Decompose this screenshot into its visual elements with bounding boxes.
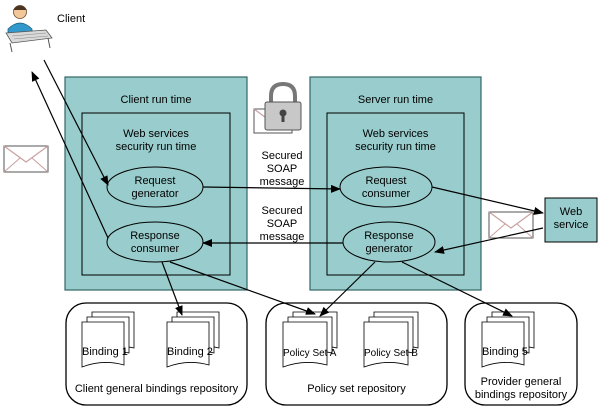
server-security-runtime-title-2: security run time: [355, 141, 436, 153]
arrow-client-to-request-generator: [43, 59, 109, 186]
flow-arrows: [31, 59, 544, 317]
request-consumer-label-1: Request: [365, 175, 407, 187]
response-consumer-label-1: Response: [130, 230, 180, 242]
response-generator-label-1: Response: [364, 230, 414, 242]
policy-set-b-label: Policy Set B: [364, 348, 418, 359]
secured-soap-message-top-1: Secured: [261, 150, 303, 162]
web-service-label-2: service: [553, 219, 589, 231]
secured-soap-message-bottom-1: Secured: [261, 205, 303, 217]
provider-repository-label-2: bindings repository: [474, 389, 568, 401]
arrow-web-service-to-response-generator: [434, 227, 544, 254]
envelope-icon-left: [3, 145, 49, 173]
binding-5-label: Binding 5: [482, 346, 528, 358]
binding-2-document-icon: [166, 311, 220, 368]
response-consumer-label-2: consumer: [130, 243, 180, 255]
binding-5-document-icon: [481, 311, 535, 368]
secured-soap-message-bottom-3: message: [259, 231, 305, 243]
arrow-client-to-policy-repo: [169, 261, 316, 315]
secured-envelope-lock-icon: [253, 81, 302, 134]
secured-soap-message-bottom-2: SOAP: [266, 218, 298, 230]
client-security-runtime-title-2: security run time: [115, 141, 197, 153]
request-consumer-label-2: consumer: [361, 188, 411, 200]
arrow-client-to-client-repo: [161, 261, 183, 316]
arrow-server-to-policy-repo: [319, 261, 376, 317]
server-security-runtime-title-1: Web services: [362, 128, 429, 140]
secured-soap-message-top-2: SOAP: [266, 163, 298, 175]
binding-1-document-icon: [81, 311, 135, 368]
secured-soap-message-top-3: message: [259, 176, 305, 188]
policy-set-b-document-icon: [363, 311, 419, 368]
server-runtime-title: Server run time: [357, 94, 434, 106]
request-generator-label-1: Request: [134, 175, 176, 187]
envelope-icon-webservice: [488, 211, 534, 239]
client-user-icon: [5, 5, 53, 53]
arrow-server-to-provider-repo: [401, 261, 513, 317]
arrow-request-consumer-to-web-service: [431, 186, 544, 215]
client-security-runtime-title-1: Web services: [123, 128, 189, 140]
policy-set-a-label: Policy Set A: [283, 348, 337, 359]
web-service-box: [544, 197, 598, 243]
response-generator-node: [342, 221, 436, 263]
response-generator-label-2: generator: [365, 243, 413, 255]
client-repository-label: Client general bindings repository: [74, 383, 239, 395]
request-generator-label-2: generator: [131, 188, 179, 200]
binding-1-label: Binding 1: [82, 346, 128, 358]
web-service-label-1: Web: [559, 206, 583, 218]
provider-repository-label-1: Provider general: [480, 376, 562, 388]
arrow-response-consumer-to-client: [31, 71, 109, 239]
arrow-request-generator-to-request-consumer: [202, 184, 341, 193]
binding-2-label: Binding 2: [167, 346, 213, 358]
client-label: Client: [57, 13, 86, 25]
client-runtime-title: Client run time: [120, 94, 192, 106]
policy-repository-label: Policy set repository: [307, 383, 406, 395]
policy-set-a-document-icon: [282, 311, 338, 368]
